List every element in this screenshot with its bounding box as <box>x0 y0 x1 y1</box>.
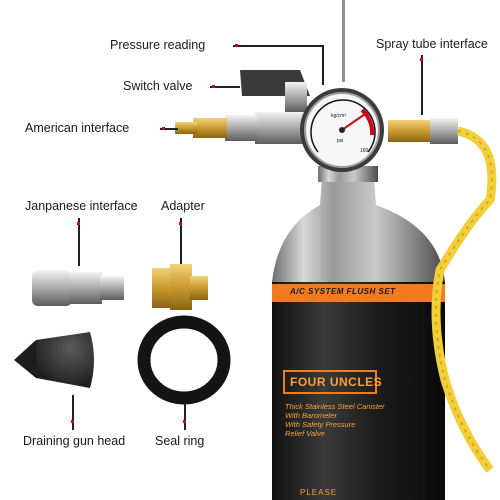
band-title: A/C SYSTEM FLUSH SET <box>290 287 396 296</box>
band-footer: PLEASE <box>300 488 338 497</box>
gauge-unit-mid: psi <box>337 138 344 144</box>
label-switch-valve: Switch valve <box>123 79 193 93</box>
label-american-interface: American interface <box>25 121 130 135</box>
leader-spray-tube-interface <box>421 55 423 115</box>
feature-item: With Safety Pressure <box>285 420 356 429</box>
leader-draining-gun-head <box>72 395 74 430</box>
gauge-scale-max: 160 <box>360 148 369 154</box>
feature-item: With Barometer <box>285 411 338 420</box>
leader-japanese-interface <box>78 218 80 266</box>
label-seal-ring: Seal ring <box>155 434 205 448</box>
leader-seal-ring <box>184 402 186 430</box>
leader-adapter <box>180 218 182 264</box>
label-pressure-reading: Pressure reading <box>110 38 206 52</box>
feature-item: Relief Valve <box>285 429 325 438</box>
brand-logo-text: FOUR UNCLES <box>290 375 383 389</box>
gauge-unit-top: kg/cm² <box>331 113 346 119</box>
leader-switch-valve <box>210 86 240 88</box>
leader-american-interface <box>160 128 178 130</box>
label-draining-gun-head: Draining gun head <box>23 434 126 448</box>
feature-item: Thick Stainless Steel Canister <box>285 402 385 411</box>
leader-pressure-reading <box>233 45 323 47</box>
label-japanese-interface: Janpanese interface <box>25 199 138 213</box>
label-adapter: Adapter <box>161 199 205 213</box>
label-spray-tube-interface: Spray tube interface <box>376 37 488 51</box>
feature-list: Thick Stainless Steel Canister With Baro… <box>285 402 385 438</box>
